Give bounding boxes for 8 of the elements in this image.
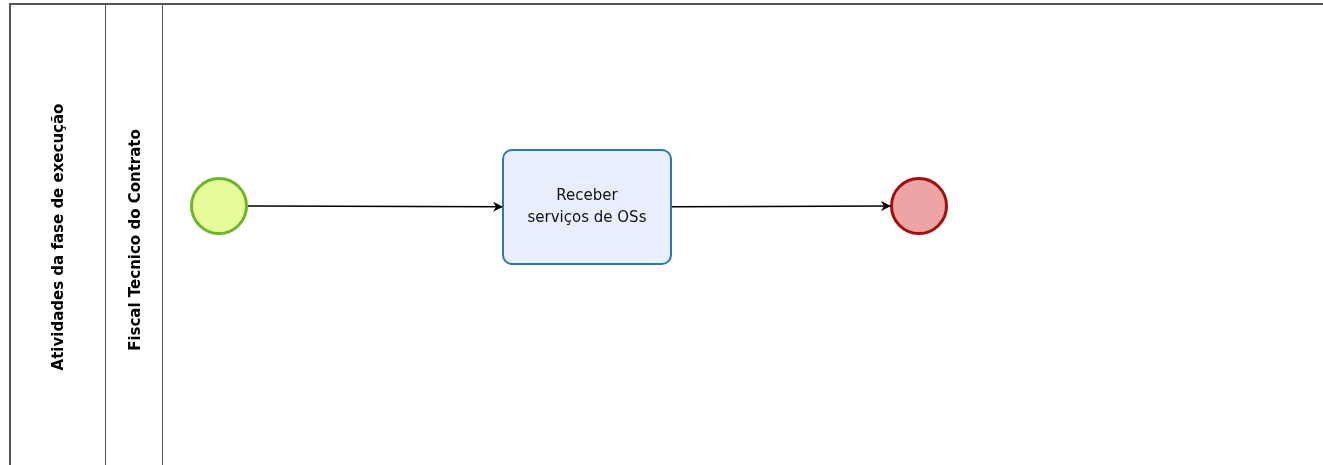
task-box bbox=[502, 149, 672, 265]
task-label: Receber serviços de OSs bbox=[526, 185, 648, 228]
end-event-circle bbox=[890, 177, 948, 235]
sequence-flow-arrow bbox=[671, 201, 891, 212]
start-event-circle bbox=[190, 177, 248, 235]
sequence-flow-arrow bbox=[247, 201, 503, 212]
lane-label: Fiscal Tecnico do Contrato bbox=[125, 129, 144, 351]
pool-label: Atividades da fase de execução bbox=[49, 103, 67, 371]
